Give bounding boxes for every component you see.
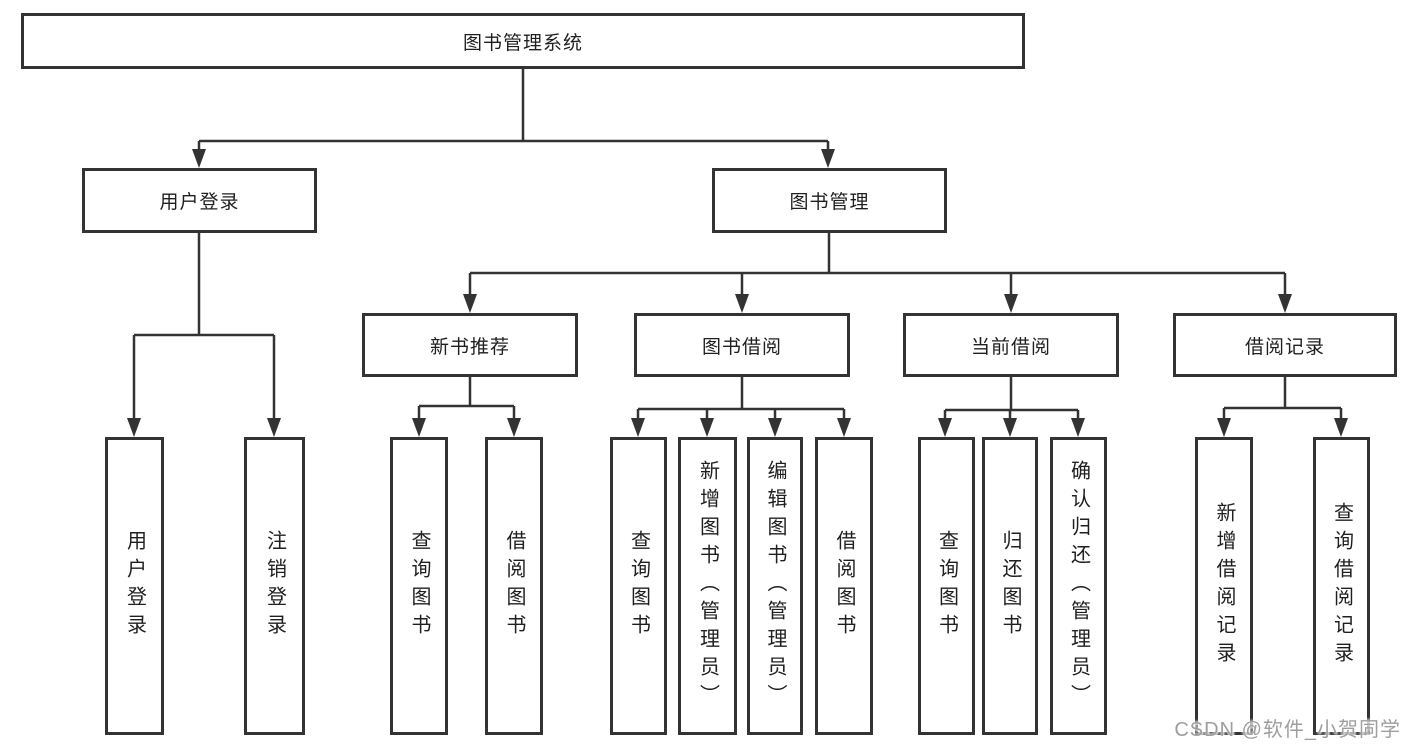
node-book-management: 图书管理 <box>712 168 947 233</box>
leaf-query-borrow-record: 查询借阅记录 <box>1313 437 1370 735</box>
arrowhead-icons <box>127 149 1348 437</box>
node-book-borrow: 图书借阅 <box>634 313 850 377</box>
leaf-confirm-return-admin: 确认归还（管理员） <box>1050 437 1107 735</box>
leaf-add-books-admin: 新增图书（管理员） <box>678 437 737 735</box>
node-user-login: 用户登录 <box>82 168 317 233</box>
leaf-query-books-borrow: 查询图书 <box>610 437 667 735</box>
leaf-query-books-recommend: 查询图书 <box>390 437 448 735</box>
leaf-borrow-books: 借阅图书 <box>815 437 873 735</box>
leaf-borrow-books-recommend: 借阅图书 <box>485 437 543 735</box>
leaf-edit-books-admin: 编辑图书（管理员） <box>747 437 803 735</box>
node-borrow-records: 借阅记录 <box>1173 313 1397 377</box>
leaf-return-books: 归还图书 <box>982 437 1038 735</box>
leaf-query-books-current: 查询图书 <box>918 437 975 735</box>
leaf-add-borrow-record: 新增借阅记录 <box>1195 437 1253 735</box>
node-root-library-system: 图书管理系统 <box>21 13 1025 69</box>
leaf-user-login: 用户登录 <box>105 437 164 735</box>
csdn-watermark: CSDN @软件_小贺同学 <box>1174 719 1401 741</box>
node-current-borrow: 当前借阅 <box>903 313 1119 377</box>
leaf-logout: 注销登录 <box>244 437 305 735</box>
node-new-book-recommend: 新书推荐 <box>362 313 578 377</box>
